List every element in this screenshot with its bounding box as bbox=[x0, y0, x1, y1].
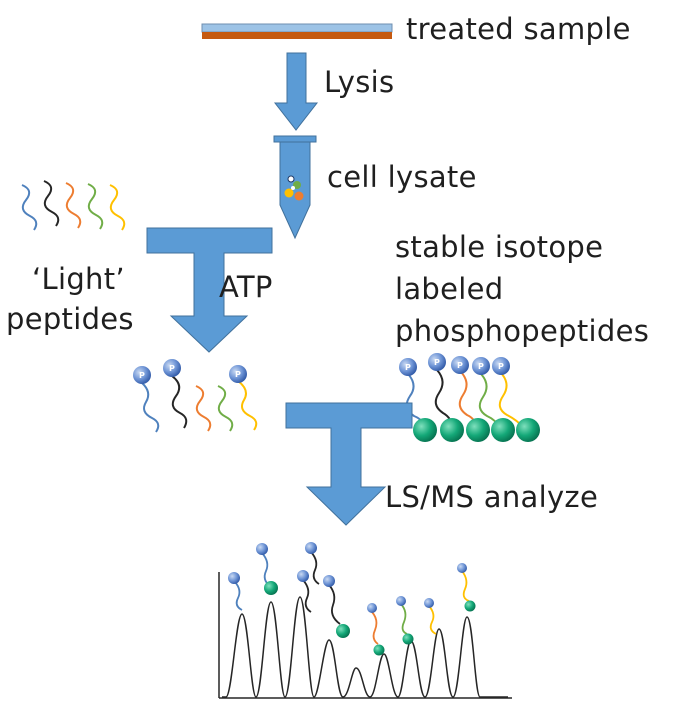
lysis-label: Lysis bbox=[324, 65, 395, 99]
spectrum-phospho-ball bbox=[305, 542, 317, 554]
light-label: ‘Light’ bbox=[32, 262, 125, 296]
phospho-ball-label: P bbox=[235, 370, 241, 379]
atp-label: ATP bbox=[219, 270, 273, 304]
spectrum-phospho-ball bbox=[228, 572, 240, 584]
heavy-bead bbox=[491, 418, 515, 442]
phospho-ball bbox=[428, 353, 446, 371]
isotope-label-line1: stable isotope bbox=[395, 230, 604, 264]
spectrum-phospho-ball bbox=[424, 598, 434, 608]
treated-sample-plate bbox=[201, 23, 393, 39]
spectrum-heavy-bead bbox=[373, 644, 385, 656]
isotope-label-line2: labeled bbox=[395, 272, 504, 306]
spectrum-phospho-ball bbox=[396, 596, 406, 606]
spectrum-phospho-ball bbox=[323, 575, 335, 587]
lysate-tube-icon bbox=[273, 135, 317, 240]
phospho-ball bbox=[133, 366, 151, 384]
spectrum-heavy-bead bbox=[264, 581, 278, 595]
phospho-ball-label: P bbox=[405, 363, 411, 372]
phospho-ball-label: P bbox=[169, 364, 175, 373]
analyze-label: LS/MS analyze bbox=[385, 480, 599, 514]
phospho-ball bbox=[163, 359, 181, 377]
heavy-bead bbox=[440, 418, 464, 442]
light-peptides-icon bbox=[21, 180, 126, 231]
atp-t-arrow bbox=[146, 227, 273, 353]
spectrum-phospho-ball bbox=[297, 570, 309, 582]
heavy-bead bbox=[466, 418, 490, 442]
spectrum-heavy-bead bbox=[402, 633, 414, 645]
phospho-ball bbox=[492, 357, 510, 375]
phospho-ball bbox=[451, 356, 469, 374]
mass-spectrum bbox=[218, 542, 512, 699]
phosphorylated-peptides: P P P bbox=[133, 359, 258, 433]
phospho-ball-label: P bbox=[139, 371, 145, 380]
phospho-ball-label: P bbox=[457, 361, 463, 370]
heavy-bead bbox=[516, 418, 540, 442]
phospho-ball bbox=[399, 358, 417, 376]
heavy-labeled-phosphopeptides: P P P P P bbox=[399, 353, 540, 442]
heavy-bead bbox=[413, 418, 437, 442]
phospho-ball-label: P bbox=[434, 358, 440, 367]
lysis-arrow bbox=[273, 52, 319, 131]
phospho-ball-label: P bbox=[478, 362, 484, 371]
treated-sample-label: treated sample bbox=[406, 12, 631, 46]
isotope-label-line3: phosphopeptides bbox=[395, 314, 650, 348]
phospho-ball-label: P bbox=[498, 362, 504, 371]
spectrum-phospho-ball bbox=[256, 543, 268, 555]
spectrum-phospho-ball bbox=[457, 563, 467, 573]
phospho-ball bbox=[229, 365, 247, 383]
analyze-t-arrow bbox=[285, 402, 413, 526]
spectrum-heavy-bead bbox=[336, 624, 350, 638]
peptides-label: peptides bbox=[6, 302, 134, 336]
phospho-ball bbox=[472, 357, 490, 375]
cell-lysate-label: cell lysate bbox=[327, 160, 477, 194]
spectrum-trace bbox=[222, 596, 508, 698]
spectrum-phospho-ball bbox=[367, 603, 377, 613]
spectrum-heavy-bead bbox=[464, 600, 476, 612]
